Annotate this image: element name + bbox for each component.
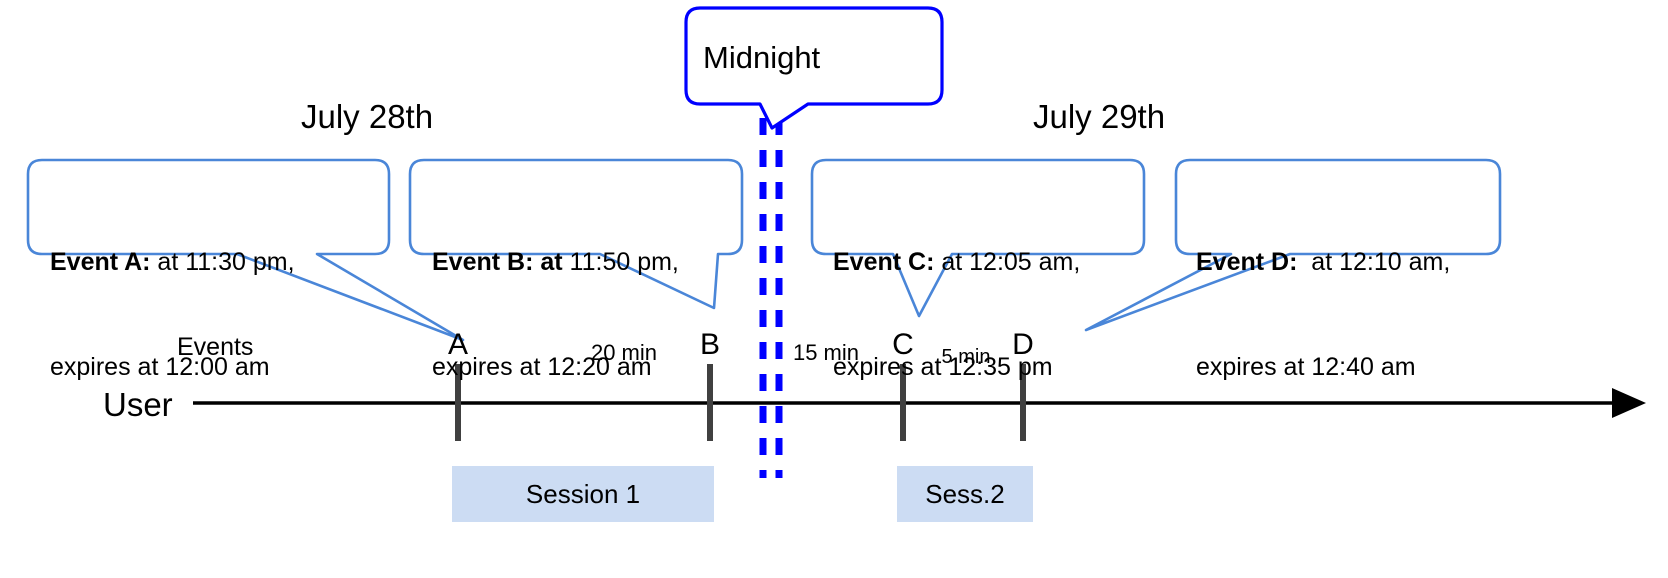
- tick-label-c: C: [892, 328, 914, 361]
- row-label-events: Events: [177, 333, 254, 361]
- day-heading-left: July 28th: [301, 98, 434, 135]
- event-d-line2: expires at 12:40 am: [1196, 353, 1416, 381]
- event-a-rest: at 11:30 pm,: [150, 248, 295, 276]
- event-b-line2: expires at 12:20 am: [432, 353, 652, 381]
- row-label-user: User: [103, 386, 173, 423]
- session-2-label: Sess.2: [925, 478, 1005, 509]
- tick-label-b: B: [699, 328, 720, 361]
- gap-label-bc: 15 min: [792, 340, 860, 365]
- gap-label-cd: 5 min: [941, 346, 991, 368]
- tick-label-d: D: [1012, 328, 1034, 361]
- event-d-rest: at 12:10 am,: [1297, 248, 1451, 276]
- event-c-bold: Event C:: [833, 248, 935, 276]
- event-d-bold: Event D:: [1196, 248, 1298, 276]
- event-c-rest: at 12:05 am,: [934, 248, 1081, 276]
- gap-label-ab: 20 min: [590, 340, 658, 365]
- event-d-callout-text: Event D: at 12:10 am, expires at 12:40 a…: [1196, 175, 1450, 455]
- session-1-label: Session 1: [525, 478, 641, 509]
- session-box-2[interactable]: Sess.2: [897, 466, 1033, 522]
- axis-arrow-icon: [1612, 388, 1646, 418]
- day-heading-right: July 29th: [1033, 98, 1166, 135]
- event-a-line2: expires at 12:00 am: [50, 353, 270, 381]
- midnight-dashed-line: [759, 118, 783, 478]
- event-b-bold: Event B: at: [432, 248, 563, 276]
- session-box-1[interactable]: Session 1: [452, 466, 714, 522]
- event-a-bold: Event A:: [50, 248, 151, 276]
- event-c-callout-text: Event C: at 12:05 am, expires at 12:35 p…: [833, 175, 1080, 455]
- event-b-rest: 11:50 pm,: [562, 248, 679, 276]
- event-c-line2: expires at 12:35 pm: [833, 353, 1053, 381]
- event-a-callout-text: Event A: at 11:30 pm, expires at 12:00 a…: [50, 175, 295, 455]
- tick-label-a: A: [447, 328, 468, 361]
- event-b-callout-text: Event B: at 11:50 pm, expires at 12:20 a…: [432, 175, 679, 455]
- midnight-label: Midnight: [703, 40, 821, 75]
